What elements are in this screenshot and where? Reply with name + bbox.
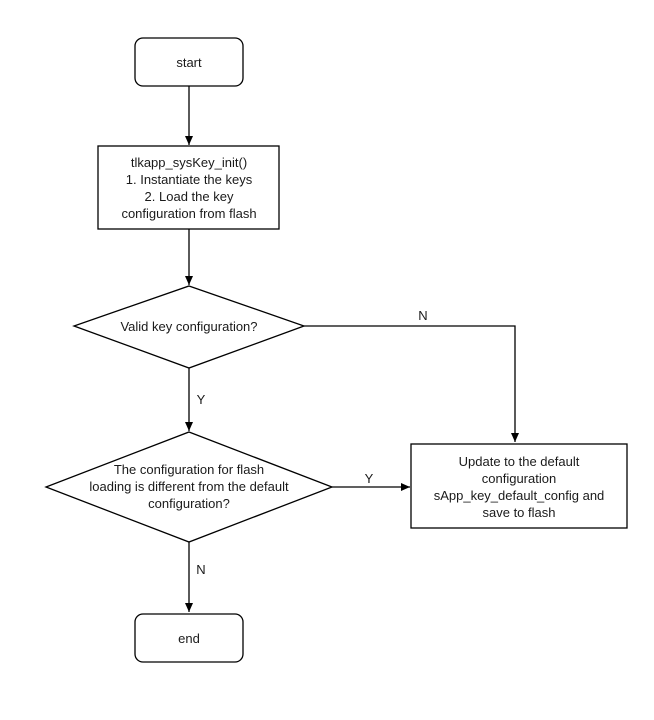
node-end-label: end [178,631,200,646]
node-update-line-2: configuration [482,471,556,486]
node-update-line-1: Update to the default [459,454,580,469]
node-start-label: start [176,55,202,70]
edge-label-valid-yes: Y [197,392,206,407]
node-valid-check-label: Valid key configuration? [120,319,257,334]
node-diff-check-line-2: loading is different from the default [89,479,289,494]
node-diff-check-line-1: The configuration for flash [114,462,264,477]
node-init: tlkapp_sysKey_init() 1. Instantiate the … [97,145,280,230]
node-init-line-4: configuration from flash [121,206,256,221]
node-update: Update to the default configuration sApp… [410,443,628,529]
node-end: end [134,613,244,663]
edge-label-valid-no: N [418,308,427,323]
node-init-line-3: 2. Load the key [145,189,234,204]
node-diff-check: The configuration for flash loading is d… [44,431,334,543]
node-update-line-3: sApp_key_default_config and [434,488,605,503]
node-init-line-2: 1. Instantiate the keys [126,172,253,187]
edge-label-diff-no: N [196,562,205,577]
node-update-line-4: save to flash [483,505,556,520]
node-start: start [134,37,244,87]
node-diff-check-line-3: configuration? [148,496,230,511]
edge-valid-no-to-update [304,325,519,442]
edge-label-diff-yes: Y [365,471,374,486]
node-init-line-1: tlkapp_sysKey_init() [131,155,247,170]
node-valid-check: Valid key configuration? [72,285,306,369]
